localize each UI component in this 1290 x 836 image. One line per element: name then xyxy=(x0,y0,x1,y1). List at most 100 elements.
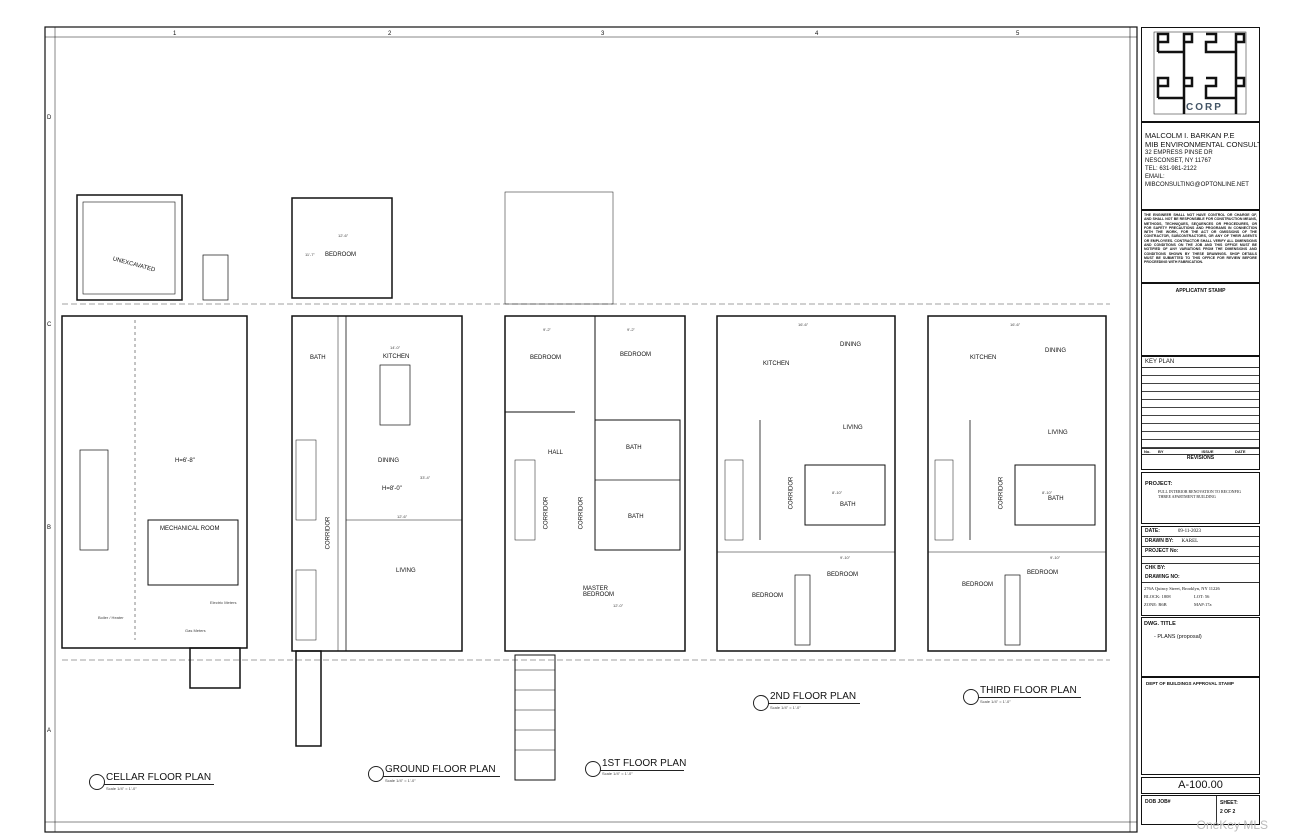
engineer-email-label: EMAIL: xyxy=(1145,174,1165,180)
chk-by-row: CHK BY: xyxy=(1142,564,1259,573)
dimension: 33'-4" xyxy=(420,475,431,480)
sheet-label: SHEET: xyxy=(1220,800,1238,806)
first-floor-plan xyxy=(504,191,686,781)
dimension: 9'-2" xyxy=(543,327,551,332)
room-label: CORRIDOR xyxy=(543,496,550,530)
plan-scale: Scale 1/4" = 1'-0" xyxy=(385,778,416,783)
zone: ZONE: R6B xyxy=(1144,602,1167,607)
plan-title-third: THIRD FLOOR PLAN xyxy=(978,685,1081,698)
grid-col-3: 3 xyxy=(601,31,605,37)
grid-row-c: C xyxy=(47,322,52,328)
plan-title-first: 1ST FLOOR PLAN xyxy=(600,758,687,771)
dimension: 9'-2" xyxy=(627,327,635,332)
property-info: 276A Quincy Street, Brooklyn, NY 11226 B… xyxy=(1142,583,1259,611)
disclaimer: THE ENGINEER SHALL NOT HAVE CONTROL OR C… xyxy=(1141,210,1260,283)
engineer-company: MIB ENVIRONMENTAL CONSULTING xyxy=(1145,140,1259,149)
second-floor-plan xyxy=(716,315,896,652)
col-date: DATE xyxy=(1235,449,1246,454)
room-label: Gas Meters xyxy=(185,628,206,633)
revisions-header: No. BY ISSUE DATE xyxy=(1142,448,1259,455)
dimension: 12'-0" xyxy=(613,603,624,608)
grid-col-1: 1 xyxy=(173,31,177,37)
room-label: BEDROOM xyxy=(752,593,784,599)
plan-marker-icon xyxy=(368,766,384,782)
sheet-box: SHEET: 2 OF 2 xyxy=(1216,796,1259,824)
project-box: PROJECT: FULL INTERIOR RENOVATION TO REC… xyxy=(1141,472,1260,524)
revisions-label: REVISIONS xyxy=(1186,455,1215,461)
room-label: KITCHEN xyxy=(763,361,790,367)
disclaimer-text: THE ENGINEER SHALL NOT HAVE CONTROL OR C… xyxy=(1144,213,1257,265)
dimension: 9'-10" xyxy=(1050,555,1061,560)
company-logo: CORP xyxy=(1141,27,1260,122)
engineer-phone: TEL: 631-981-2122 xyxy=(1145,166,1197,172)
col-issue: ISSUE xyxy=(1201,449,1214,454)
sheet-number: A-100.00 xyxy=(1141,777,1260,794)
room-label: MECHANICAL ROOM xyxy=(160,526,220,532)
room-label: CORRIDOR xyxy=(578,496,585,530)
dwg-title: - PLANS (proposal) xyxy=(1154,634,1202,640)
map: MAP:17a xyxy=(1194,602,1212,607)
room-label: DINING xyxy=(1045,348,1066,354)
grid-col-4: 4 xyxy=(815,31,819,37)
grid-row-a: A xyxy=(47,728,52,734)
engineer-address: 32 EMPRESS PINSE DR xyxy=(1145,150,1213,156)
room-label: BATH xyxy=(310,355,326,361)
room-label: BATH xyxy=(840,502,856,508)
project-no-label: PROJECT No: xyxy=(1145,548,1179,554)
logo-text: CORP xyxy=(1186,102,1223,113)
room-label: BATH xyxy=(626,445,642,451)
dimension: 16'-6" xyxy=(1010,322,1021,327)
dob-stamp-label: DEPT OF BUILDINGS APPROVAL STAMP xyxy=(1146,681,1234,686)
dimension: 16'-6" xyxy=(798,322,809,327)
room-label: BEDROOM xyxy=(620,352,652,358)
room-label: BEDROOM xyxy=(530,355,562,361)
dimension: 9'-10" xyxy=(840,555,851,560)
block: BLOCK: 1808 xyxy=(1144,594,1171,599)
dob-job-label: DOB JOB# xyxy=(1145,799,1171,805)
sheet-info: DOB JOB# SHEET: 2 OF 2 xyxy=(1141,795,1260,825)
plan-title-cellar: CELLAR FLOOR PLAN xyxy=(104,772,214,785)
room-label: CORRIDOR xyxy=(998,476,1005,510)
revisions-table xyxy=(1142,368,1259,448)
room-label: DINING xyxy=(840,342,861,348)
plan-marker-icon xyxy=(89,774,105,790)
room-label: Boiler / Heater xyxy=(98,615,124,620)
plan-title-ground: GROUND FLOOR PLAN xyxy=(383,764,500,777)
room-label: CORRIDOR xyxy=(325,516,332,550)
room-label: BEDROOM xyxy=(1027,570,1059,576)
applicant-stamp-box: APPLICATNT STAMP xyxy=(1141,283,1260,356)
project-no-row: PROJECT No: xyxy=(1142,547,1259,557)
room-label: BEDROOM xyxy=(962,582,994,588)
date-value: 09-11-2023 xyxy=(1177,529,1202,534)
ground-floor-plan xyxy=(291,197,463,747)
room-label: MASTER BEDROOM xyxy=(583,586,615,598)
room-label: CORRIDOR xyxy=(788,476,795,510)
dimension: 8'-10" xyxy=(832,490,843,495)
room-label: LIVING xyxy=(843,425,863,431)
grid-col-5: 5 xyxy=(1016,31,1020,37)
dob-stamp-box: DEPT OF BUILDINGS APPROVAL STAMP xyxy=(1141,677,1260,775)
room-label: BEDROOM xyxy=(325,252,357,258)
plan-scale: Scale 1/4" = 1'-0" xyxy=(980,699,1011,704)
applicant-stamp-label: APPLICATNT STAMP xyxy=(1175,288,1226,294)
plan-scale: Scale 1/4" = 1'-0" xyxy=(106,786,137,791)
dimension: 8'-10" xyxy=(1042,490,1053,495)
col-no: No. xyxy=(1144,449,1151,454)
plan-title-second: 2ND FLOOR PLAN xyxy=(768,691,861,704)
project-details: DATE:09-11-2023 DRAWN BY:KAREL PROJECT N… xyxy=(1141,526,1260,616)
room-label: LIVING xyxy=(1048,430,1068,436)
blank-row xyxy=(1142,557,1259,564)
dwg-title-label: DWG. TITLE xyxy=(1144,621,1176,627)
project-description: FULL INTERIOR RENOVATION TO RECONFIG THR… xyxy=(1158,489,1241,499)
engineer-email: MIBCONSULTING@OPTONLINE.NET xyxy=(1145,182,1249,188)
cellar-plan xyxy=(61,194,248,689)
plan-scale: Scale 1/4" = 1'-0" xyxy=(602,771,633,776)
dimension: 14'-0" xyxy=(390,345,401,350)
drawing-no-label: DRAWING NO: xyxy=(1145,574,1180,580)
date-label: DATE: xyxy=(1145,528,1160,534)
room-label: KITCHEN xyxy=(970,355,997,361)
engineer-city: NESCONSET, NY 11767 xyxy=(1145,158,1212,164)
lot: LOT: 56 xyxy=(1194,594,1210,599)
